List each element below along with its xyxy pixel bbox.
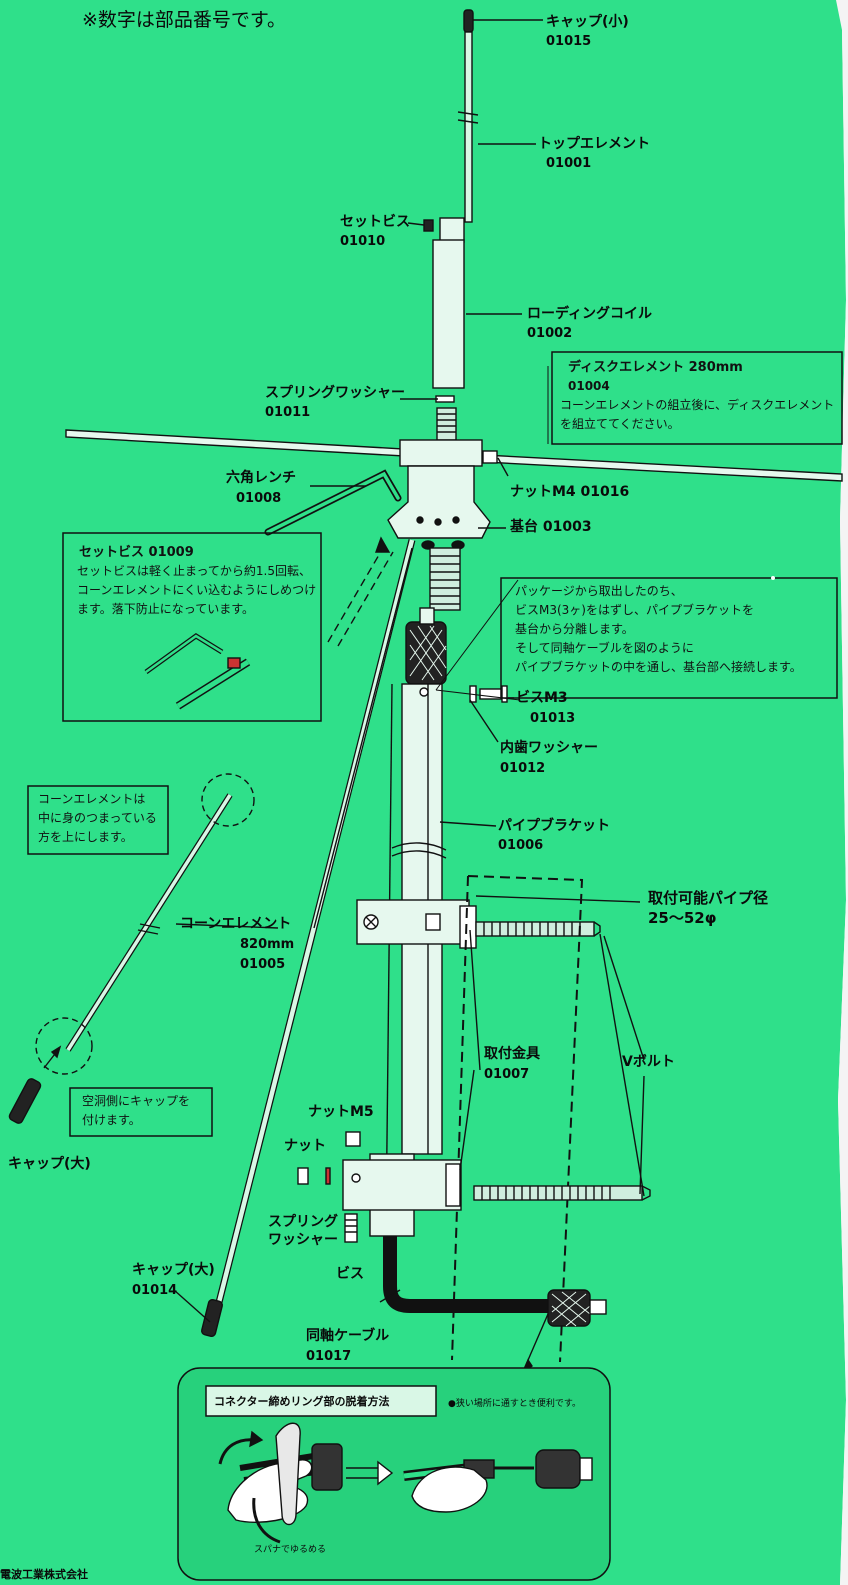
label-small-cap: キャップ(小) — [546, 14, 629, 30]
label-pipe-diameter: 取付可能パイプ径 — [648, 889, 769, 907]
coil-top-coupling — [439, 217, 465, 243]
code-loading-coil: 01002 — [527, 326, 573, 341]
code-set-screw-top: 01010 — [340, 234, 386, 249]
disc-note-line-1: コーンエレメントの組立後に、ディスクエレメント — [560, 398, 835, 412]
label-v-bolt: Vボルト — [622, 1054, 675, 1070]
package-note-box — [500, 577, 838, 699]
top-element-part — [464, 31, 473, 223]
code-hex-wrench: 01008 — [236, 491, 282, 506]
code-cone-element: 01005 — [240, 957, 286, 972]
package-note-line-3: 基台から分離します。 — [515, 622, 634, 636]
label-coax-cable: 同軸ケーブル — [306, 1328, 390, 1344]
label-large-cap-left: キャップ(大) — [8, 1156, 91, 1172]
spring-washer-01011 — [435, 395, 455, 403]
cone-note: コーンエレメントは 中に身のつまっている 方を上にします。 — [28, 786, 166, 852]
howto-tip: ●狭い場所に通すとき便利です。 — [448, 1399, 581, 1409]
cone-note-line-1: コーンエレメントは — [38, 792, 146, 806]
package-note-line-4: そして同軸ケーブルを図のように — [515, 641, 694, 655]
note-part-numbers: ※数字は部品番号です。 — [82, 9, 287, 31]
small-cap-part — [463, 9, 474, 33]
label-spring-washer: スプリングワッシャー — [265, 385, 405, 401]
label-loading-coil: ローディングコイル — [527, 306, 653, 322]
code-mounting-bracket: 01007 — [484, 1067, 530, 1082]
set-screw-note-line-2: コーンエレメントにくい込むようにしめつけ — [77, 583, 317, 597]
label-inner-washer: 内歯ワッシャー — [500, 740, 598, 756]
label-cone-element: コーンエレメント — [180, 916, 292, 932]
loading-coil-part — [432, 239, 465, 389]
cone-note-box — [27, 785, 169, 855]
connector-howto-title-box — [205, 1385, 437, 1417]
set-screw-note-box — [62, 532, 322, 722]
howto-caption: スパナでゆるめる — [254, 1545, 327, 1555]
label-large-cap: キャップ(大) — [132, 1262, 215, 1278]
hex-key-detail — [144, 632, 251, 710]
label-set-screw-top: セットビス — [340, 214, 410, 230]
length-cone-element: 820mm — [240, 937, 295, 952]
disc-note-line-2: を組立ててください。 — [560, 417, 680, 431]
label-top-element: トップエレメント — [538, 136, 650, 152]
set-screw-note: セットビス 01009 セットビスは軽く止まってから約1.5回転、 コーンエレメ… — [63, 533, 319, 719]
value-pipe-diameter: 25〜52φ — [648, 909, 717, 927]
code-coax-cable: 01017 — [306, 1349, 352, 1364]
package-note-line-1: パッケージから取出したのち、 — [515, 584, 683, 598]
code-spring-washer: 01011 — [265, 405, 311, 420]
code-screw-m3: 01013 — [530, 711, 576, 726]
code-small-cap: 01015 — [546, 34, 592, 49]
set-screw-01010 — [423, 219, 434, 232]
cone-note-line-3: 方を上にします。 — [38, 830, 133, 844]
connector-howto-panel — [177, 1367, 611, 1581]
set-screw-note-line-3: ます。落下防止になっています。 — [77, 602, 255, 616]
coax-cable-01017 — [383, 1236, 548, 1313]
label-hex-wrench: 六角レンチ — [226, 470, 296, 486]
disc-note-code: 01004 — [568, 379, 610, 393]
label-nut-m5: ナットM5 — [308, 1104, 374, 1120]
screw-part — [344, 1213, 358, 1243]
cap-note-line-2: 付けます。 — [82, 1113, 141, 1127]
package-note-line-2: ビスM3(3ヶ)をはずし、パイプブラケットを — [515, 603, 754, 617]
cap-note: 空洞側にキャップを 付けます。 — [70, 1088, 210, 1134]
v-bolt-lower — [473, 1185, 643, 1201]
label-screw: ビス — [336, 1266, 364, 1282]
hub-ring — [399, 439, 483, 467]
disc-note: ディスクエレメント 280mm 01004 コーンエレメントの組立後に、ディスク… — [552, 352, 840, 442]
large-cap-left — [8, 1078, 42, 1124]
label-nut-m4: ナットM4 01016 — [510, 484, 630, 500]
cap-note-box — [69, 1087, 213, 1137]
label-screw-m3: ビスM3 — [516, 690, 568, 706]
set-screw-note-line-1: セットビスは軽く止まってから約1.5回転、 — [77, 564, 312, 578]
large-cap-01014 — [201, 1298, 223, 1338]
disc-note-title: ディスクエレメント 280mm — [568, 360, 743, 375]
label-spring-washer-lower-1: スプリング — [268, 1214, 338, 1230]
nut-m5-part — [345, 1131, 361, 1147]
label-base: 基台 01003 — [510, 519, 592, 535]
nut-m4-part — [482, 450, 498, 464]
package-note-line-5: パイプブラケットの中を通し、基台部へ接続します。 — [515, 660, 802, 674]
paper-shadow — [836, 0, 848, 1585]
set-screw-note-title: セットビス 01009 — [79, 545, 194, 560]
nut-part — [297, 1167, 309, 1185]
v-bolt-upper — [475, 921, 595, 937]
connector-howto-illustration — [218, 1422, 593, 1544]
base-01003 — [387, 465, 491, 539]
lower-clamp — [342, 1159, 462, 1211]
code-top-element: 01001 — [546, 156, 592, 171]
label-pipe-bracket: パイプブラケット — [498, 818, 610, 834]
howto-title: コネクター締めリング部の脱着方法 — [214, 1395, 390, 1408]
package-note: パッケージから取出したのち、 ビスM3(3ヶ)をはずし、パイプブラケットを 基台… — [501, 578, 835, 696]
label-nut: ナット — [284, 1138, 326, 1154]
cap-note-line-1: 空洞側にキャップを — [82, 1094, 191, 1108]
footer-company: 電波工業株式会社 — [0, 1568, 88, 1581]
base-thread — [429, 547, 461, 611]
disc-note-box — [551, 351, 843, 445]
label-spring-washer-lower-2: ワッシャー — [268, 1232, 338, 1248]
label-mounting-bracket: 取付金具 — [484, 1046, 540, 1062]
cone-note-line-2: 中に身のつまっている — [38, 811, 157, 825]
code-inner-washer: 01012 — [500, 761, 546, 776]
code-large-cap: 01014 — [132, 1283, 178, 1298]
code-pipe-bracket: 01006 — [498, 838, 544, 853]
